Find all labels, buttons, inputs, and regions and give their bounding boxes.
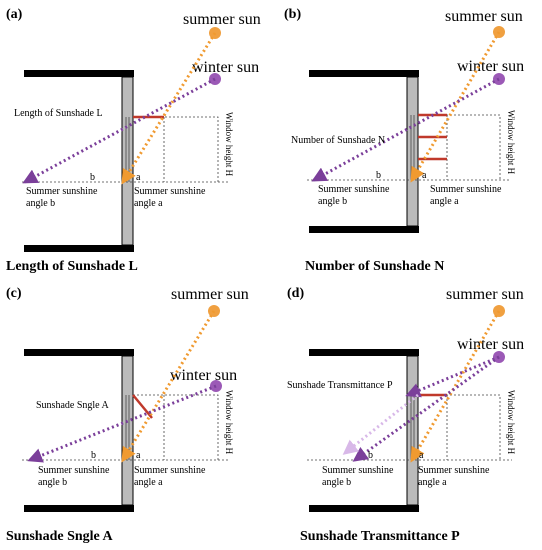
window-height-label: Window height H <box>224 390 234 455</box>
roof-slab <box>24 349 134 356</box>
angle-b-line1: Summer sunshine <box>318 184 390 195</box>
angle-a-line1: Summer sunshine <box>430 184 502 195</box>
angle-b-line2: angle b <box>38 477 67 488</box>
angle-a-line2: angle a <box>134 477 163 488</box>
param-label: Number of Sunshade N <box>291 135 385 146</box>
floor-slab <box>24 245 134 252</box>
roof-slab <box>24 70 134 77</box>
param-label: Sunshade Transmittance P <box>287 380 393 391</box>
panel-c: (c) summer sun winter sun Sunshade Sngle… <box>6 286 249 544</box>
angle-a-mark: a <box>422 170 427 181</box>
floor-slab <box>24 505 134 512</box>
panel-letter: (b) <box>284 7 301 22</box>
angle-b-line2: angle b <box>26 198 55 209</box>
summer-sun-label: summer sun <box>445 8 523 25</box>
summer-sun-label: summer sun <box>446 286 524 303</box>
param-label: Sunshade Sngle A <box>36 400 110 411</box>
reflected-ray <box>405 355 500 398</box>
window-wall <box>406 76 419 227</box>
panel-d: (d) summer sun winter sun Sunshade Trans… <box>287 286 524 544</box>
angle-a-line2: angle a <box>418 477 447 488</box>
summer-ray <box>410 310 501 463</box>
param-label: Length of Sunshade L <box>14 108 103 119</box>
window-height-label: Window height H <box>224 112 234 177</box>
angle-a-mark: a <box>136 450 141 461</box>
angle-a-mark: a <box>136 172 141 183</box>
panel-a: (a) summer sun winter sun Length of Suns… <box>6 7 261 274</box>
window-wall <box>406 355 419 506</box>
winter-ray <box>352 355 500 462</box>
angle-b-line1: Summer sunshine <box>38 465 110 476</box>
angle-b-mark: b <box>90 172 95 183</box>
window-wall <box>121 76 134 246</box>
angle-b-mark: b <box>368 450 373 461</box>
summer-sun-label: summer sun <box>183 11 261 28</box>
floor-slab <box>309 226 419 233</box>
panel-letter: (d) <box>287 286 304 301</box>
summer-ray <box>121 32 217 185</box>
angle-a-line2: angle a <box>430 196 459 207</box>
winter-sun-label: winter sun <box>457 336 524 353</box>
angle-b-line2: angle b <box>322 477 351 488</box>
angle-a-mark: a <box>419 450 424 461</box>
winter-sun-label: winter sun <box>457 58 524 75</box>
winter-sun-label: winter sun <box>192 59 259 76</box>
winter-ray <box>311 77 500 182</box>
angle-a-line1: Summer sunshine <box>134 465 206 476</box>
summer-ray <box>121 310 216 463</box>
panel-caption: Length of Sunshade L <box>6 259 138 274</box>
panel-b: (b) summer sun winter sun Number of Suns… <box>284 7 524 274</box>
roof-slab <box>309 70 419 77</box>
sunshade-bar <box>132 394 153 419</box>
panel-caption: Sunshade Sngle A <box>6 529 113 544</box>
panel-caption: Number of Sunshade N <box>305 259 444 274</box>
winter-ray <box>27 384 217 463</box>
angle-b-mark: b <box>376 170 381 181</box>
floor-slab <box>309 505 419 512</box>
angle-b-mark: b <box>91 450 96 461</box>
panel-caption: Sunshade Transmittance P <box>300 529 460 544</box>
angle-b-line2: angle b <box>318 196 347 207</box>
winter-sun-label: winter sun <box>170 367 237 384</box>
summer-sun-label: summer sun <box>171 286 249 303</box>
panel-letter: (a) <box>6 7 23 22</box>
roof-slab <box>309 349 419 356</box>
window-height-label: Window height H <box>506 110 516 175</box>
angle-a-line1: Summer sunshine <box>418 465 490 476</box>
angle-a-line1: Summer sunshine <box>134 186 206 197</box>
summer-ray <box>410 31 501 183</box>
window-wall <box>121 355 134 506</box>
winter-ray <box>22 77 216 184</box>
angle-b-line1: Summer sunshine <box>26 186 98 197</box>
transmitted-ray <box>342 393 419 455</box>
angle-b-line1: Summer sunshine <box>322 465 394 476</box>
window-height-label: Window height H <box>506 390 516 455</box>
angle-a-line2: angle a <box>134 198 163 209</box>
panel-letter: (c) <box>6 286 22 301</box>
